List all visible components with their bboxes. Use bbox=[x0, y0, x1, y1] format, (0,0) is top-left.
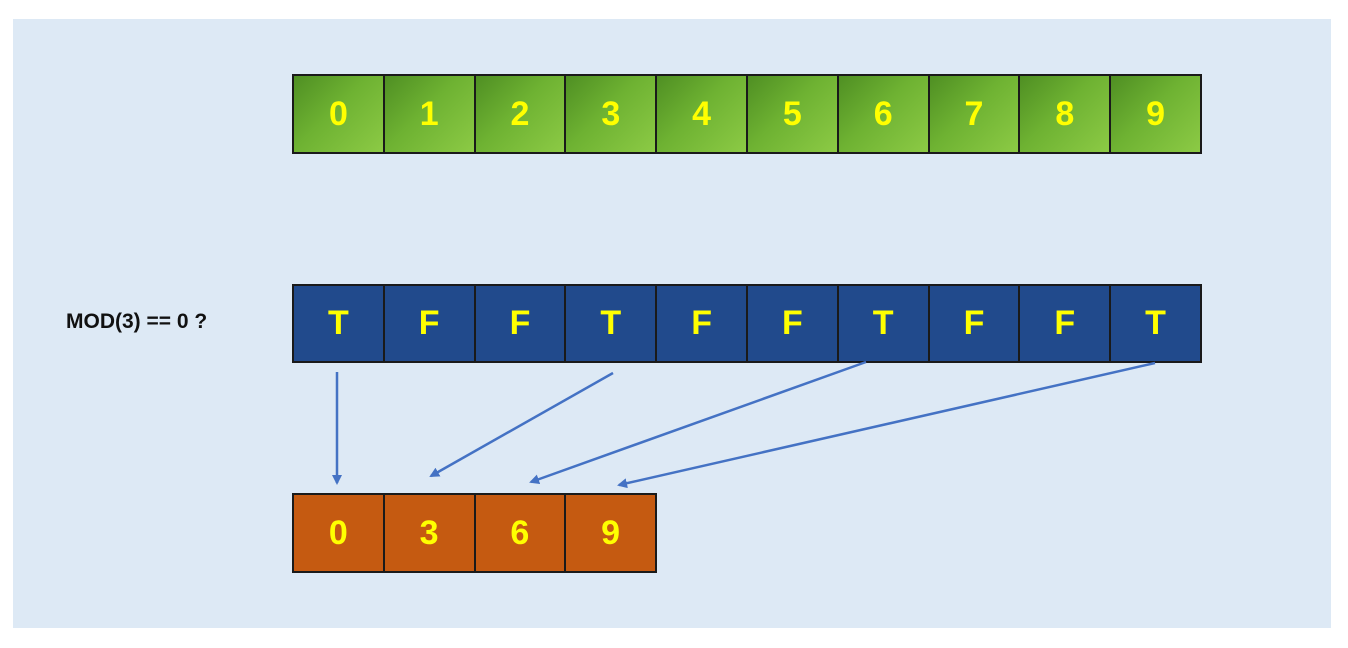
input-cell: 8 bbox=[1020, 76, 1112, 152]
mask-cell: F bbox=[1020, 286, 1112, 361]
mask-cell: F bbox=[384, 286, 476, 361]
condition-label: MOD(3) == 0 ? bbox=[66, 310, 208, 333]
mask-cell: F bbox=[475, 286, 567, 361]
input-cell: 0 bbox=[294, 76, 385, 152]
input-cell: 4 bbox=[657, 76, 748, 152]
input-cell: 6 bbox=[838, 76, 930, 152]
mask-cell: T bbox=[294, 286, 385, 361]
input-cell: 3 bbox=[566, 76, 658, 152]
output-cell: 0 bbox=[294, 495, 385, 571]
mask-cell: F bbox=[747, 286, 839, 361]
input-cell: 1 bbox=[384, 76, 476, 152]
mask-cell: T bbox=[566, 286, 658, 361]
mask-array: T F F T F F T F F T bbox=[292, 284, 1202, 363]
input-cell: 9 bbox=[1111, 76, 1200, 152]
output-array: 0 3 6 9 bbox=[292, 493, 657, 573]
mask-cell: F bbox=[929, 286, 1021, 361]
mask-cell: T bbox=[1111, 286, 1200, 361]
input-array: 0 1 2 3 4 5 6 7 8 9 bbox=[292, 74, 1202, 154]
mapping-arrow bbox=[529, 360, 867, 485]
output-cell: 6 bbox=[475, 495, 567, 571]
mapping-arrow bbox=[429, 371, 614, 478]
output-cell: 9 bbox=[566, 495, 655, 571]
input-cell: 2 bbox=[475, 76, 567, 152]
mask-cell: F bbox=[657, 286, 748, 361]
mask-cell: T bbox=[838, 286, 930, 361]
input-cell: 5 bbox=[747, 76, 839, 152]
input-cell: 7 bbox=[929, 76, 1021, 152]
output-cell: 3 bbox=[384, 495, 476, 571]
mapping-arrow bbox=[617, 361, 1156, 489]
